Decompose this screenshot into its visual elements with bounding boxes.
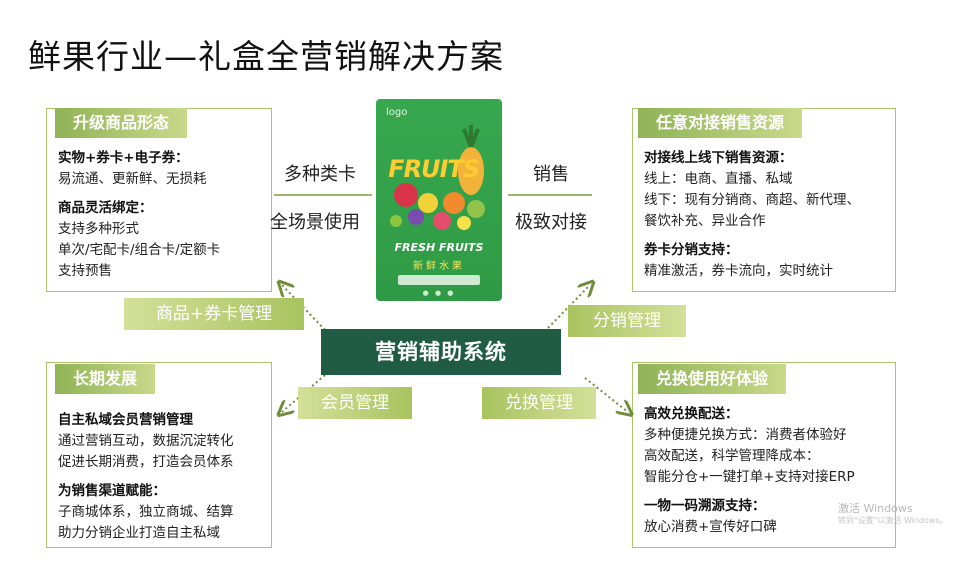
product-dots: ● ● ● <box>422 289 456 297</box>
panel-redeem-tag: 兑换使用好体验 <box>638 364 787 394</box>
section-line: 易流通、更新鲜、无损耗 <box>58 171 207 187</box>
watermark-line-2: 转到"设置"以激活 Windows。 <box>838 516 948 525</box>
section-head: 对接线上线下销售资源： <box>644 150 793 166</box>
section-head: 为销售渠道赋能： <box>58 483 166 499</box>
section-line: 助力分销企业打造自主私域 <box>58 525 220 541</box>
section-head: 商品灵活绑定： <box>58 200 153 216</box>
right-connector <box>508 194 592 196</box>
page-title: 鲜果行业—礼盒全营销解决方案 <box>28 37 504 76</box>
marketing-system-box: 营销辅助系统 <box>321 329 561 375</box>
section-line: 餐饮补充、异业合作 <box>644 213 766 229</box>
section-line: 放心消费+宣传好口碑 <box>644 519 777 535</box>
section-head: 高效兑换配送： <box>644 406 739 422</box>
left-connector <box>274 194 372 196</box>
panel-longterm-tag: 长期发展 <box>55 364 156 394</box>
fruit-illustration-icon <box>390 125 485 230</box>
tag-goods-card-management: 商品+券卡管理 <box>124 298 304 330</box>
panel-upgrade-tag: 升级商品形态 <box>55 108 188 138</box>
section-head: 券卡分销支持： <box>644 242 739 258</box>
section-line: 通过营销互动，数据沉淀转化 <box>58 433 234 449</box>
section-head: 实物+券卡+电子券： <box>58 150 189 166</box>
section-line: 高效配送，科学管理降成本： <box>644 448 820 464</box>
left-label-all-scene: 全场景使用 <box>270 212 360 233</box>
panel-upgrade-body: 实物+券卡+电子券： 易流通、更新鲜、无损耗 商品灵活绑定： 支持多种形式 单次… <box>58 148 220 282</box>
product-logo: logo <box>386 107 408 118</box>
product-fresh-text: FRESH FRUITS <box>394 241 484 254</box>
tag-member-management: 会员管理 <box>298 387 412 419</box>
product-tagline-bar <box>398 275 480 285</box>
section-line: 支持多种形式 <box>58 221 139 237</box>
panel-upgrade <box>46 108 272 292</box>
tag-exchange-management: 兑换管理 <box>482 387 596 419</box>
panel-resources-body: 对接线上线下销售资源： 线上：电商、直播、私域 线下：现有分销商、商超、新代理、… <box>644 148 860 282</box>
fruit-gift-box-image: logo FRUITS FRESH FRUITS 新鲜水果 ● ● ● <box>376 99 502 301</box>
panel-resources-tag: 任意对接销售资源 <box>638 108 803 138</box>
section-line: 线上：电商、直播、私域 <box>644 171 793 187</box>
panel-longterm-body: 自主私域会员营销管理 通过营销互动，数据沉淀转化 促进长期消费，打造会员体系 为… <box>58 410 234 544</box>
section-head: 自主私域会员营销管理 <box>58 412 193 428</box>
section-line: 智能分仓+一键打单+支持对接ERP <box>644 469 855 485</box>
right-label-docking: 极致对接 <box>515 212 587 233</box>
product-cn-text: 新鲜水果 <box>413 261 465 272</box>
section-head: 一物一码溯源支持： <box>644 498 766 514</box>
section-line: 单次/宅配卡/组合卡/定额卡 <box>58 242 221 258</box>
section-line: 促进长期消费，打造会员体系 <box>58 454 234 470</box>
panel-resources <box>632 108 896 292</box>
tag-distribution-management: 分销管理 <box>568 305 686 337</box>
section-line: 支持预售 <box>58 263 112 279</box>
watermark-line-1: 激活 Windows <box>838 502 913 515</box>
right-label-sales: 销售 <box>533 164 569 185</box>
section-line: 线下：现有分销商、商超、新代理、 <box>644 192 860 208</box>
product-fruits-word: FRUITS <box>385 155 482 183</box>
left-label-card-types: 多种类卡 <box>284 164 356 185</box>
section-line: 子商城体系，独立商城、结算 <box>58 504 234 520</box>
section-line: 多种便捷兑换方式：消费者体验好 <box>644 427 847 443</box>
section-line: 精准激活，券卡流向，实时统计 <box>644 263 833 279</box>
panel-redeem-body: 高效兑换配送： 多种便捷兑换方式：消费者体验好 高效配送，科学管理降成本： 智能… <box>644 404 855 538</box>
